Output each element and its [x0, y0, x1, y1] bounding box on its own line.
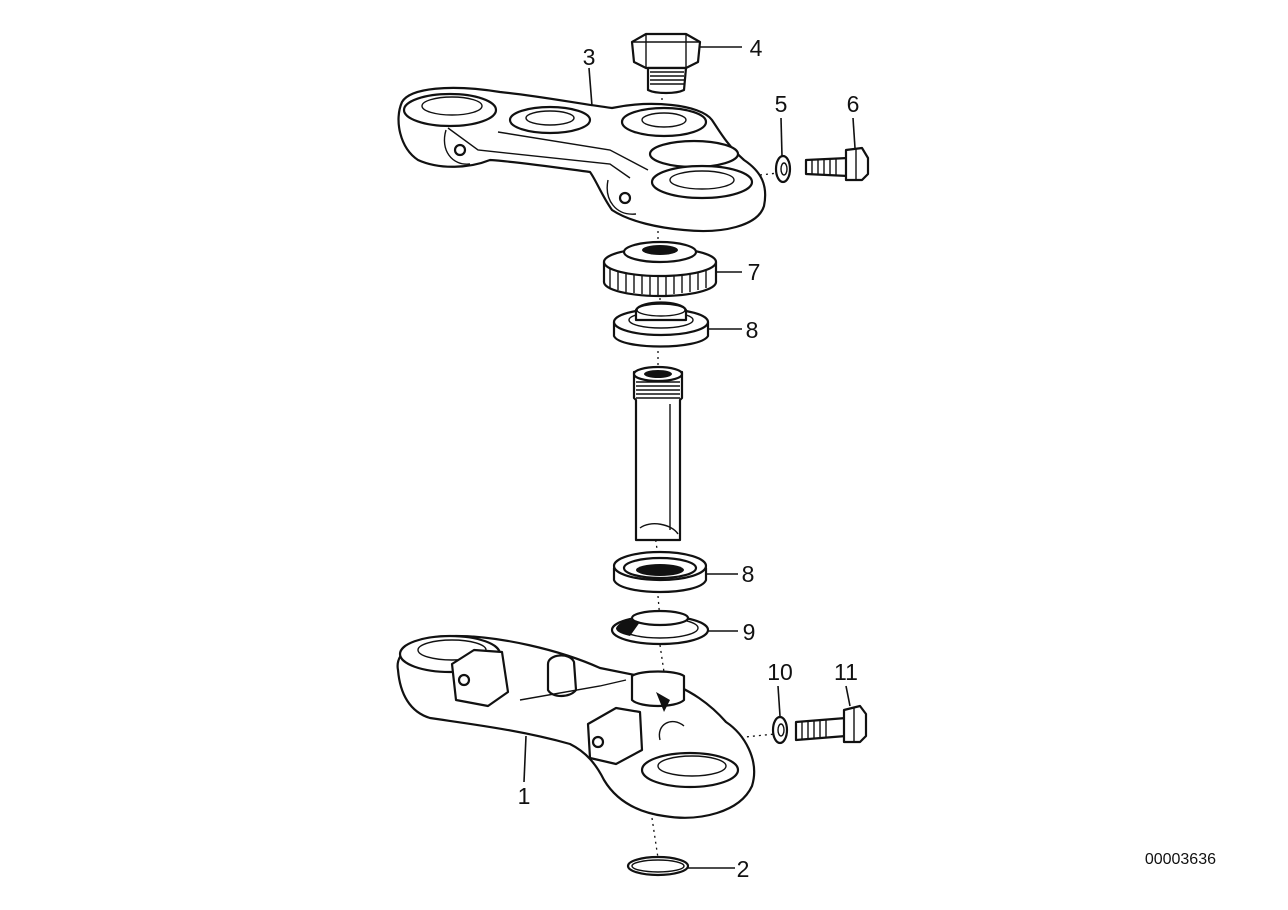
clamp-bolt-lower — [794, 704, 868, 744]
callout-9: 9 — [743, 619, 756, 645]
upper-fork-bridge — [397, 86, 767, 233]
callout-3: 3 — [583, 44, 596, 70]
callout-7: 7 — [748, 259, 761, 285]
steering-stem — [632, 365, 684, 542]
hex-bolt — [630, 32, 702, 95]
knurled-adjusting-nut — [602, 240, 718, 298]
tapered-bearing-lower — [612, 550, 708, 594]
leader-lines — [523, 46, 856, 869]
callout-4: 4 — [750, 35, 763, 61]
callout-5: 5 — [775, 91, 788, 117]
diagram-reference-number: 00003636 — [1145, 851, 1216, 868]
callout-labels: 3 4 5 6 7 8 8 9 10 11 1 2 — [518, 35, 860, 882]
circlip — [626, 855, 690, 877]
callout-8-upper: 8 — [746, 317, 759, 343]
washer-upper — [774, 154, 792, 184]
callout-2: 2 — [737, 856, 750, 882]
clamp-bolt-upper — [804, 146, 870, 182]
callout-8-lower: 8 — [742, 561, 755, 587]
callout-10: 10 — [767, 659, 793, 685]
lower-fork-bridge — [396, 634, 756, 819]
washer-lower — [771, 715, 789, 745]
callout-6: 6 — [847, 91, 860, 117]
callout-11: 11 — [834, 659, 858, 685]
tapered-bearing-upper — [612, 301, 710, 348]
callout-1: 1 — [518, 783, 531, 809]
dust-seal — [610, 609, 710, 646]
